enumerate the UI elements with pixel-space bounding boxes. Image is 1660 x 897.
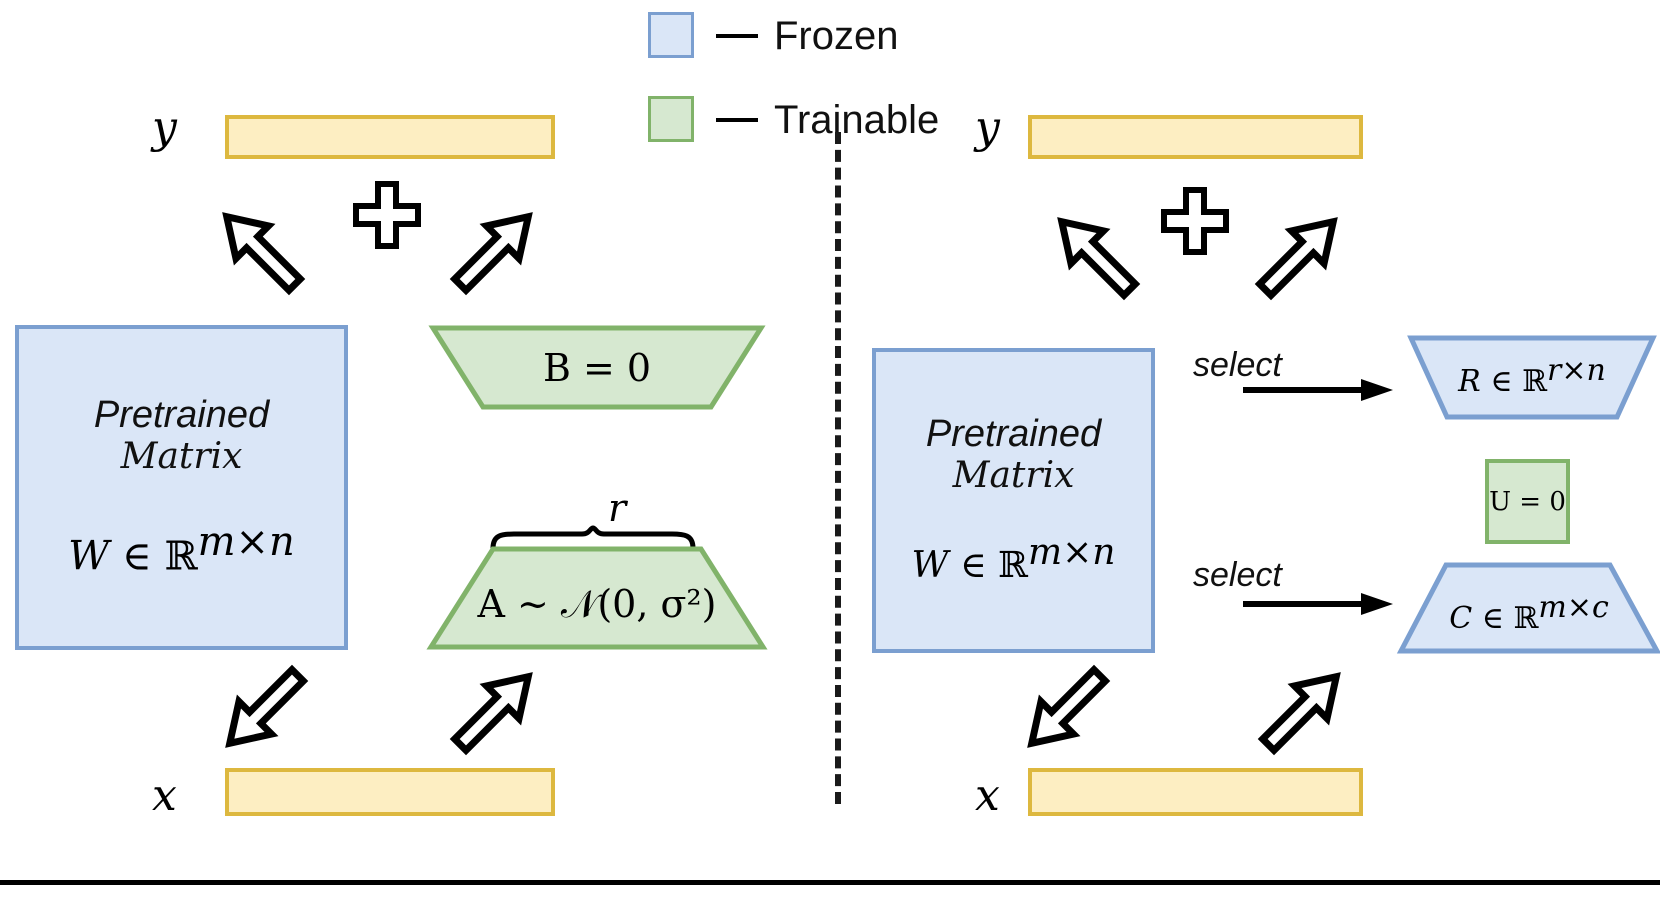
right-select-arrow-bottom [1243, 593, 1393, 615]
left-matrix-b-trapezoid [428, 325, 766, 410]
right-arrow-cur-to-sum [1254, 217, 1338, 301]
right-arrow-x-to-w [1027, 664, 1111, 748]
legend-dash-icon [716, 118, 758, 122]
right-select-label-top: select [1193, 346, 1282, 384]
left-plus-icon [353, 181, 421, 249]
right-arrow-w-to-sum [1057, 217, 1141, 301]
trainable-swatch [648, 96, 694, 142]
left-matrix-a-trapezoid [426, 546, 768, 650]
right-select-arrow-top [1243, 379, 1393, 401]
right-input-vector [1028, 768, 1363, 816]
right-output-label: y [975, 102, 1000, 153]
right-output-vector [1028, 115, 1363, 159]
legend-dash-icon [716, 34, 758, 38]
legend-label-trainable: Trainable [774, 98, 940, 142]
panel-divider [835, 132, 841, 804]
right-w-exponent: m×n [1028, 531, 1116, 573]
right-w-rel: ∈ [959, 544, 987, 586]
right-input-label: x [975, 770, 1000, 821]
left-pretrained-matrix-box: Pretrained Matrix W ∈ ℝm×n [15, 325, 348, 650]
left-pretrained-word: Pretrained [93, 393, 270, 436]
right-matrix-r-trapezoid [1407, 335, 1657, 420]
left-w-formula: W ∈ ℝm×n [68, 522, 295, 579]
left-w-space: ℝ [164, 533, 198, 579]
left-arrow-x-to-w [225, 664, 309, 748]
right-pretrained-matrix-box: Pretrained Matrix W ∈ ℝm×n [872, 348, 1155, 653]
left-w-symbol: W [68, 533, 110, 579]
left-arrow-b-to-sum [449, 212, 533, 296]
legend-item-trainable: Trainable [648, 92, 1068, 144]
left-w-exponent: m×n [197, 518, 295, 565]
frozen-swatch [648, 12, 694, 58]
left-rank-label: r [608, 486, 627, 530]
left-input-label: x [152, 770, 177, 821]
right-plus-icon [1161, 187, 1229, 255]
bottom-rule [0, 880, 1660, 885]
left-w-rel: ∈ [122, 533, 152, 579]
legend-label-frozen: Frozen [774, 14, 899, 58]
right-matrix-u-label: U = 0 [1489, 486, 1566, 517]
legend-item-frozen: Frozen [648, 8, 1068, 60]
left-matrix-word: Matrix [120, 435, 243, 477]
right-w-formula: W ∈ ℝm×n [911, 531, 1116, 586]
right-matrix-word: Matrix [952, 455, 1075, 497]
right-w-space: ℝ [998, 544, 1028, 586]
left-arrow-w-to-sum [222, 212, 306, 296]
right-arrow-x-to-c [1257, 672, 1341, 756]
left-output-label: y [152, 102, 177, 153]
right-pretrained-word: Pretrained [925, 413, 1102, 456]
right-matrix-c-trapezoid [1396, 562, 1660, 654]
left-input-vector [225, 768, 555, 816]
right-select-label-bottom: select [1193, 556, 1282, 594]
right-w-symbol: W [911, 544, 949, 586]
right-matrix-u-box: U = 0 [1485, 459, 1570, 544]
left-arrow-x-to-a [449, 672, 533, 756]
left-output-vector [225, 115, 555, 159]
left-rank-brace [490, 525, 696, 551]
